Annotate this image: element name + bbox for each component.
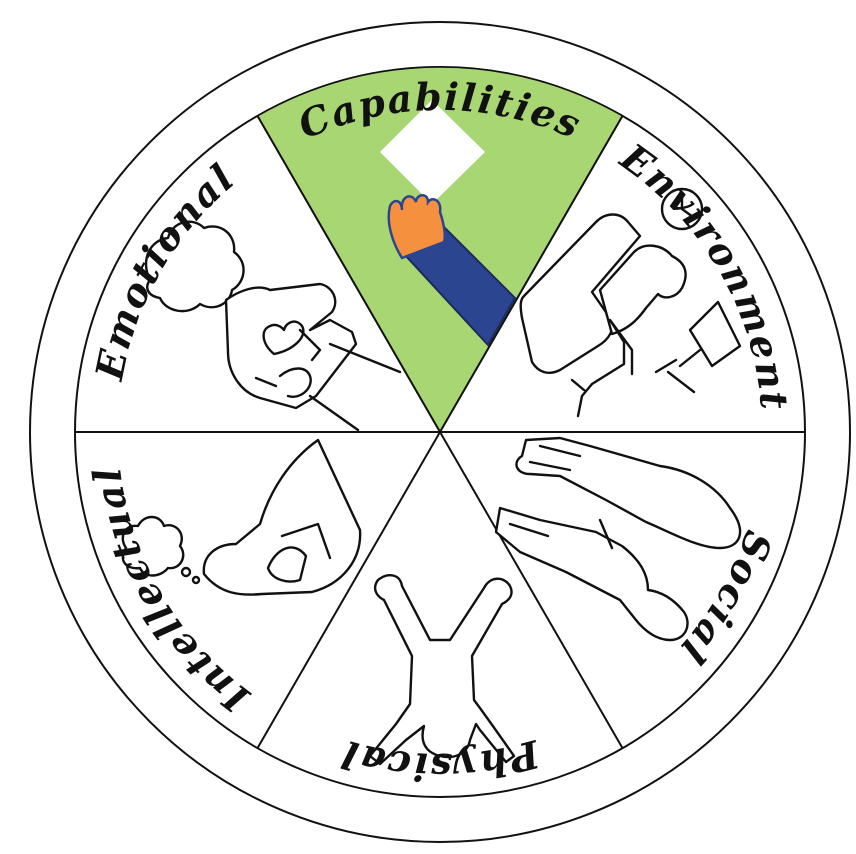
- wellbeing-wheel: Capabilities Environment Social Physical…: [0, 0, 856, 854]
